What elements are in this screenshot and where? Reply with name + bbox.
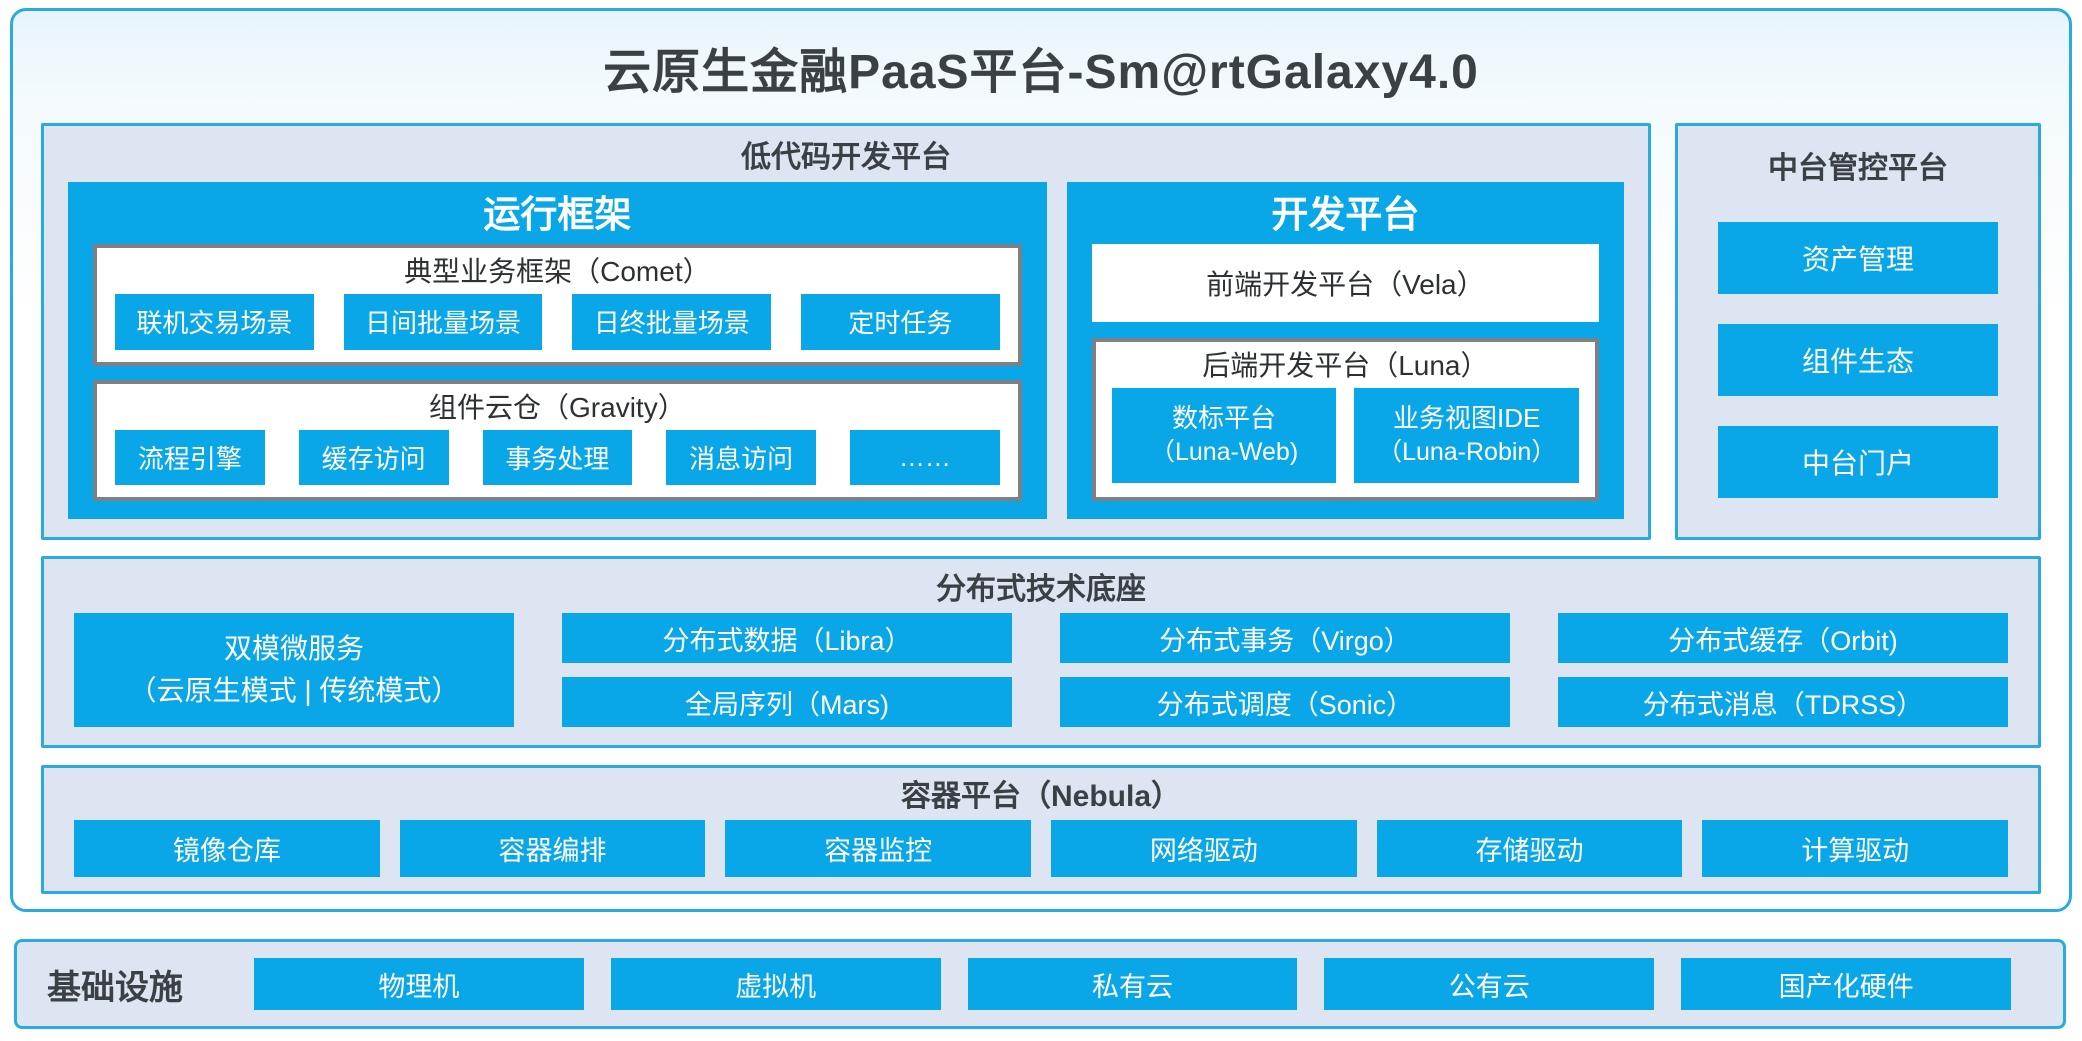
distributed-item-message-tdrss: 分布式消息（TDRSS） [1558,677,2008,727]
panel-container-platform: 容器平台（Nebula） 镜像仓库 容器编排 容器监控 网络驱动 存储驱动 计算… [41,765,2041,894]
gravity-title: 组件云仓（Gravity） [429,391,686,423]
distributed-col-3: 分布式缓存（Orbit) 分布式消息（TDRSS） [1558,613,2008,727]
container-item-monitoring: 容器监控 [725,820,1032,877]
dual-mode-line1: 双模微服务 [223,633,364,664]
gravity-item-cache-access: 缓存访问 [298,429,449,485]
panel-distributed-base: 分布式技术底座 双模微服务 （云原生模式 | 传统模式） 分布式数据（Libra… [41,556,2041,748]
mid-platform-item-component-ecosystem: 组件生态 [1718,324,1998,396]
low-code-platform-title: 低代码开发平台 [741,141,951,174]
luna-web-code: （Luna-Web) [1149,438,1299,467]
distributed-col-2: 分布式事务（Virgo） 分布式调度（Sonic） [1060,613,1510,727]
comet-item-scheduled-tasks: 定时任务 [801,294,1000,350]
gravity-item-process-engine: 流程引擎 [115,429,265,485]
luna-items-row: 数标平台 （Luna-Web) 业务视图IDE （Luna-Robin） [1111,388,1580,483]
dev-platform-title: 开发平台 [1271,194,1420,235]
luna-robin-code: （Luna-Robin） [1377,438,1557,467]
distributed-item-transaction-virgo: 分布式事务（Virgo） [1060,613,1510,663]
container-item-image-registry: 镜像仓库 [74,820,380,877]
box-vela-frontend: 前端开发平台（Vela） [1091,244,1599,322]
runtime-framework-title: 运行框架 [483,194,632,235]
infra-item-private-cloud: 私有云 [967,958,1298,1010]
panel-infrastructure: 基础设施 物理机 虚拟机 私有云 公有云 国产化硬件 [14,939,2066,1029]
low-code-inner-row: 运行框架 典型业务框架（Comet） 联机交易场景 日间批量场景 日终批量场景 … [68,182,1624,519]
gravity-item-message-access: 消息访问 [666,429,816,485]
infra-item-virtual-machine: 虚拟机 [610,958,941,1010]
dual-mode-microservices-box: 双模微服务 （云原生模式 | 传统模式） [74,613,514,727]
comet-item-daytime-batch: 日间批量场景 [343,294,543,350]
luna-title: 后端开发平台（Luna） [1202,350,1489,381]
comet-item-endofday-batch: 日终批量场景 [572,294,772,350]
distributed-item-data-libra: 分布式数据（Libra） [562,613,1012,663]
distributed-item-sequence-mars: 全局序列（Mars) [562,677,1012,727]
comet-item-online-trading: 联机交易场景 [115,294,314,350]
main-architecture-frame: 云原生金融PaaS平台-Sm@rtGalaxy4.0 低代码开发平台 运行框架 … [10,8,2072,912]
panel-dev-platform: 开发平台 前端开发平台（Vela） 后端开发平台（Luna） 数标平台 （Lun… [1066,182,1624,519]
panel-mid-platform-management: 中台管控平台 资产管理 组件生态 中台门户 [1675,123,2041,540]
comet-items-row: 联机交易场景 日间批量场景 日终批量场景 定时任务 [115,294,1000,350]
gravity-item-transaction-processing: 事务处理 [482,429,633,485]
panel-runtime-framework: 运行框架 典型业务框架（Comet） 联机交易场景 日间批量场景 日终批量场景 … [68,182,1047,519]
box-comet-framework: 典型业务框架（Comet） 联机交易场景 日间批量场景 日终批量场景 定时任务 [93,244,1022,366]
comet-title: 典型业务框架（Comet） [404,256,711,287]
infrastructure-title: 基础设施 [47,968,183,1007]
mid-platform-item-portal: 中台门户 [1718,426,1998,498]
distributed-base-title: 分布式技术底座 [936,573,1146,606]
box-gravity-warehouse: 组件云仓（Gravity） 流程引擎 缓存访问 事务处理 消息访问 …… [93,379,1022,501]
mid-platform-item-asset-management: 资产管理 [1718,222,1998,294]
gravity-items-row: 流程引擎 缓存访问 事务处理 消息访问 …… [115,429,1000,485]
box-luna-backend: 后端开发平台（Luna） 数标平台 （Luna-Web) 业务视图IDE （Lu… [1091,338,1599,501]
luna-item-web: 数标平台 （Luna-Web) [1111,388,1337,483]
distributed-content: 双模微服务 （云原生模式 | 传统模式） 分布式数据（Libra） 全局序列（M… [74,613,2008,727]
distributed-item-cache-orbit: 分布式缓存（Orbit) [1558,613,2008,663]
container-item-compute-driver: 计算驱动 [1702,820,2009,877]
distributed-item-scheduling-sonic: 分布式调度（Sonic） [1060,677,1510,727]
container-items-row: 镜像仓库 容器编排 容器监控 网络驱动 存储驱动 计算驱动 [74,820,2009,877]
infra-item-public-cloud: 公有云 [1324,958,1655,1010]
panel-low-code-platform: 低代码开发平台 运行框架 典型业务框架（Comet） 联机交易场景 日间批量场景… [41,123,1651,540]
mid-platform-title: 中台管控平台 [1768,152,1948,185]
container-platform-title: 容器平台（Nebula） [900,780,1182,813]
container-item-network-driver: 网络驱动 [1051,820,1357,877]
infra-item-domestic-hardware: 国产化硬件 [1681,958,2011,1010]
container-item-storage-driver: 存储驱动 [1376,820,1683,877]
gravity-item-ellipsis: …… [850,429,1000,485]
container-item-orchestration: 容器编排 [399,820,706,877]
luna-item-robin: 业务视图IDE （Luna-Robin） [1354,388,1580,483]
top-row: 低代码开发平台 运行框架 典型业务框架（Comet） 联机交易场景 日间批量场景… [41,123,2041,540]
luna-web-name: 数标平台 [1172,403,1277,434]
page-title: 云原生金融PaaS平台-Sm@rtGalaxy4.0 [603,46,1479,99]
luna-robin-name: 业务视图IDE [1393,403,1541,434]
infra-item-physical-machine: 物理机 [254,958,584,1010]
distributed-col-1: 分布式数据（Libra） 全局序列（Mars) [562,613,1012,727]
dual-mode-line2: （云原生模式 | 传统模式） [128,675,460,706]
